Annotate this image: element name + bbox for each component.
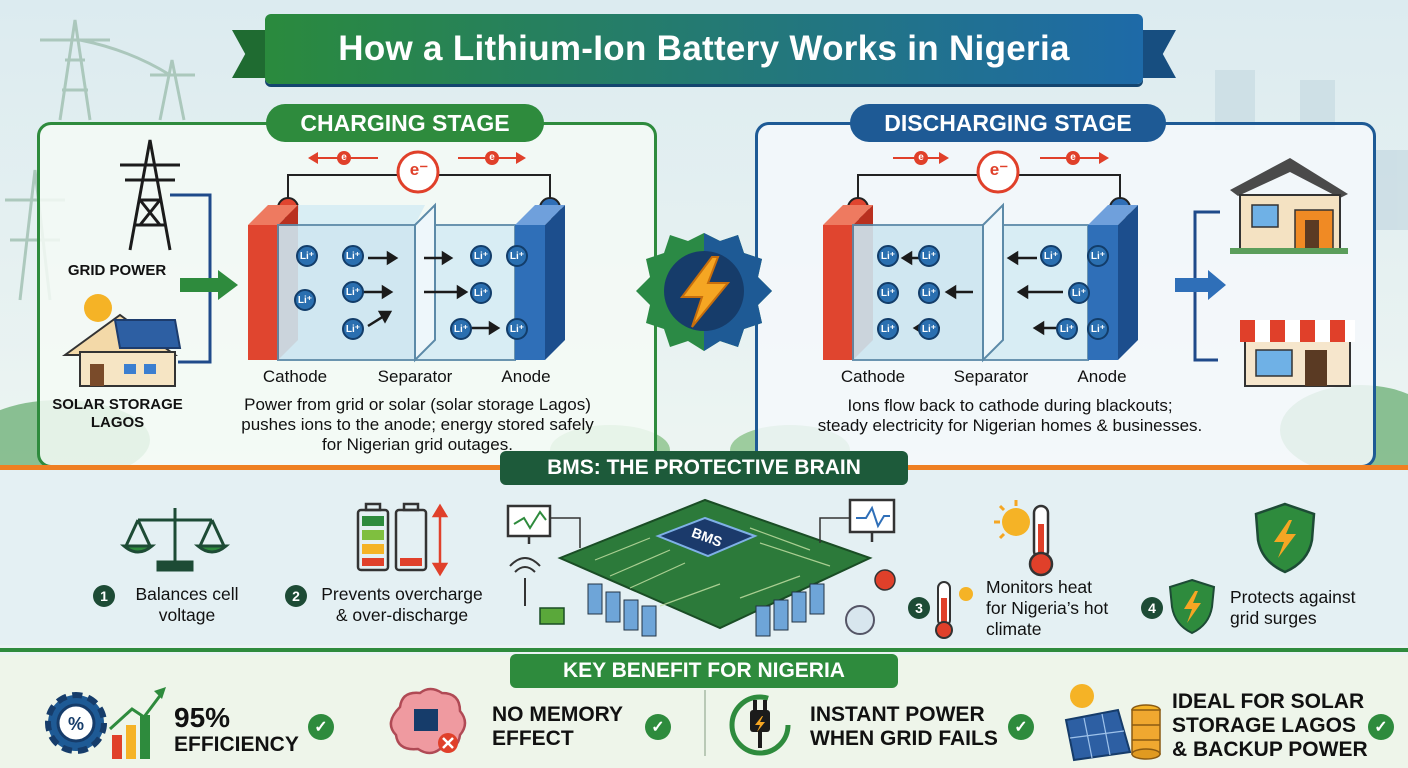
charging-ion-arrows bbox=[358, 250, 501, 336]
charging-ion-6: Li⁺ bbox=[470, 245, 492, 267]
charging-ion-4: Li⁺ bbox=[342, 281, 364, 303]
charging-ion-9: Li⁺ bbox=[506, 245, 528, 267]
discharging-ion-2: Li⁺ bbox=[877, 282, 899, 304]
charging-ion-8: Li⁺ bbox=[450, 318, 472, 340]
feature-3-text: Monitors heat for Nigeria’s hot climate bbox=[986, 577, 1109, 639]
benefits-title-banner: KEY BENEFIT FOR NIGERIA bbox=[510, 654, 898, 688]
discharging-ion-1: Li⁺ bbox=[877, 245, 899, 267]
discharging-consumers bbox=[1175, 158, 1355, 387]
discharging-ion-11: Li⁺ bbox=[1087, 318, 1109, 340]
benefit-2-check: ✓ bbox=[645, 714, 671, 740]
charging-ion-1: Li⁺ bbox=[296, 245, 318, 267]
feature-4-number: 4 bbox=[1141, 597, 1163, 619]
benefit-4-text: IDEAL FOR SOLAR STORAGE LAGOS & BACKUP P… bbox=[1172, 690, 1368, 761]
feature-4-text: Protects against grid surges bbox=[1230, 587, 1356, 628]
shop-icon bbox=[1240, 320, 1355, 387]
lightning-icon bbox=[636, 233, 772, 351]
discharging-electron-small-right: e bbox=[1070, 152, 1076, 163]
discharging-ion-8: Li⁺ bbox=[1068, 282, 1090, 304]
charging-description: Power from grid or solar (solar storage … bbox=[241, 395, 594, 454]
benefit-2-text: NO MEMORY EFFECT bbox=[492, 703, 624, 750]
plug-icon bbox=[729, 694, 791, 756]
electron-arrows-right bbox=[458, 151, 526, 165]
discharging-cathode-label: Cathode bbox=[840, 367, 906, 386]
brain-icon bbox=[389, 687, 467, 755]
heat-sun-thermometer-icon bbox=[994, 500, 1054, 577]
shield-small-icon bbox=[1168, 578, 1216, 635]
feature-2-number: 2 bbox=[285, 585, 307, 607]
battery-cells bbox=[587, 583, 825, 637]
benefit-3-check: ✓ bbox=[1008, 714, 1034, 740]
feature-3-number: 3 bbox=[908, 597, 930, 619]
charging-separator-label: Separator bbox=[377, 367, 453, 386]
electron-bubble bbox=[396, 150, 440, 194]
bms-title-banner: BMS: THE PROTECTIVE BRAIN bbox=[500, 451, 908, 485]
feature-1-text: Balances cell voltage bbox=[135, 584, 239, 625]
antenna-icon bbox=[509, 557, 541, 606]
scale-icon bbox=[120, 508, 230, 572]
discharging-battery bbox=[823, 150, 1138, 363]
house-icon bbox=[1230, 158, 1348, 254]
discharging-electron-label: e⁻ bbox=[989, 160, 1009, 179]
monitor-left-icon bbox=[506, 504, 552, 544]
charging-ion-7: Li⁺ bbox=[470, 282, 492, 304]
shield-icon bbox=[1254, 502, 1316, 574]
electron-arrows-left bbox=[308, 151, 378, 165]
svg-text:%: % bbox=[68, 714, 84, 734]
discharging-ion-5: Li⁺ bbox=[918, 282, 940, 304]
charging-sources bbox=[61, 139, 238, 387]
thermometer-icon bbox=[935, 581, 973, 639]
discharging-description: Ions flow back to cathode during blackou… bbox=[817, 396, 1203, 435]
benefit-4-check: ✓ bbox=[1368, 714, 1394, 740]
solar-battery-icon bbox=[1064, 684, 1161, 762]
discharging-ion-10: Li⁺ bbox=[1087, 245, 1109, 267]
discharging-ion-3: Li⁺ bbox=[877, 318, 899, 340]
benefit-1-check: ✓ bbox=[308, 714, 334, 740]
charging-anode-label: Anode bbox=[501, 367, 551, 386]
green-divider bbox=[0, 648, 1408, 652]
page-title: How a Lithium-Ion Battery Works in Niger… bbox=[338, 29, 1070, 68]
discharging-anode-label: Anode bbox=[1077, 367, 1127, 386]
solar-storage-label: SOLAR STORAGE LAGOS bbox=[52, 396, 183, 431]
battery-level-icon bbox=[356, 502, 449, 577]
gear-percent-icon: % bbox=[45, 687, 166, 759]
charging-stage-label: CHARGING STAGE bbox=[266, 104, 544, 142]
title-banner: How a Lithium-Ion Battery Works in Niger… bbox=[265, 14, 1143, 84]
charging-ion-5: Li⁺ bbox=[342, 318, 364, 340]
feature-2-text: Prevents overcharge & over-discharge bbox=[321, 584, 483, 625]
benefit-separator bbox=[704, 690, 706, 756]
solar-house-icon bbox=[61, 294, 182, 387]
benefit-3-text: INSTANT POWER WHEN GRID FAILS bbox=[810, 703, 998, 750]
bms-circuit-board bbox=[506, 498, 896, 637]
feature-1-number: 1 bbox=[93, 585, 115, 607]
grid-power-label: GRID POWER bbox=[67, 262, 167, 279]
charging-electron-label: e⁻ bbox=[409, 160, 429, 179]
charging-cathode-label: Cathode bbox=[262, 367, 328, 386]
electron-bubble bbox=[976, 150, 1020, 194]
discharging-stage-label: DISCHARGING STAGE bbox=[850, 104, 1166, 142]
discharging-ion-4: Li⁺ bbox=[918, 245, 940, 267]
discharging-ion-7: Li⁺ bbox=[1040, 245, 1062, 267]
charging-ion-3: Li⁺ bbox=[294, 289, 316, 311]
charging-electron-small-right: e bbox=[489, 152, 495, 163]
discharging-ion-6: Li⁺ bbox=[918, 318, 940, 340]
charging-ion-10: Li⁺ bbox=[506, 318, 528, 340]
discharging-ion-9: Li⁺ bbox=[1056, 318, 1078, 340]
charging-ion-2: Li⁺ bbox=[342, 245, 364, 267]
discharging-electron-small-left: e bbox=[918, 152, 924, 163]
monitor-right-icon bbox=[848, 498, 896, 542]
benefit-1-text: 95% EFFICIENCY bbox=[174, 702, 299, 757]
power-tower-icon bbox=[120, 139, 180, 251]
charging-electron-small-left: e bbox=[341, 152, 347, 163]
discharging-separator-label: Separator bbox=[953, 367, 1029, 386]
